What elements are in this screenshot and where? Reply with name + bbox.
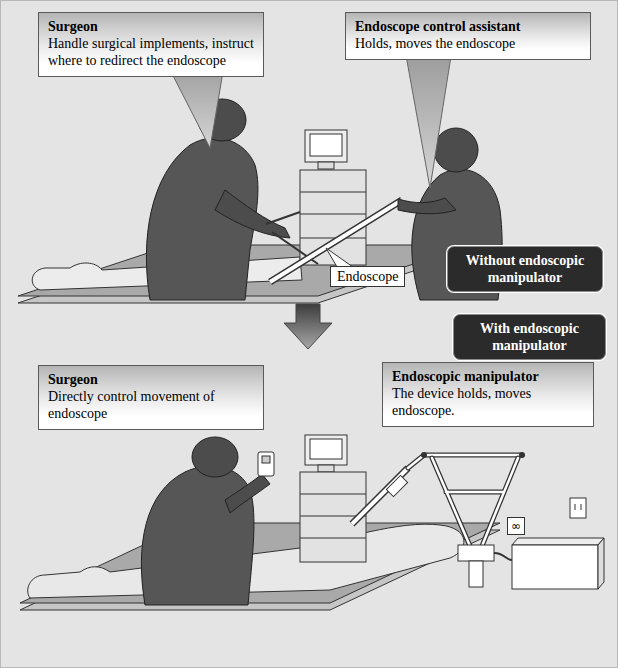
outlet-slot xyxy=(581,504,582,510)
controller-box xyxy=(512,545,598,589)
cable xyxy=(494,553,512,560)
manipulator-arm xyxy=(408,452,525,546)
mode-badge: With endoscopic manipulator xyxy=(453,314,606,360)
callout-box: Endoscope control assistantHolds, moves … xyxy=(345,12,591,60)
assistant-arm xyxy=(398,198,456,214)
node-label: With endoscopic manipulator xyxy=(460,320,599,354)
drawer xyxy=(300,494,366,495)
operating-table-bottom xyxy=(20,523,500,610)
stand xyxy=(318,465,334,472)
callout-box: SurgeonHandle surgical implements, instr… xyxy=(38,12,264,77)
monitor xyxy=(305,435,347,465)
joint xyxy=(421,452,427,458)
manipulator-base xyxy=(458,545,494,561)
screen xyxy=(310,439,342,459)
cart xyxy=(300,170,366,265)
table-sheet xyxy=(20,523,500,603)
controller-box xyxy=(512,538,604,545)
drawer xyxy=(300,214,366,215)
instrument xyxy=(266,212,300,224)
body xyxy=(141,466,254,605)
callout-box: Endoscopic manipulatorThe device holds, … xyxy=(382,362,594,427)
drawer xyxy=(300,238,366,239)
controller-button xyxy=(262,456,270,463)
link xyxy=(432,458,518,546)
surgeon-figure xyxy=(141,437,274,605)
outlet xyxy=(570,498,586,518)
arm xyxy=(225,474,270,513)
stand xyxy=(318,162,334,169)
callout-text: The device holds, moves endoscope. xyxy=(392,385,584,419)
callout-pointer xyxy=(405,50,452,188)
head xyxy=(192,437,238,477)
endoscope xyxy=(352,468,408,524)
endoscope-camera xyxy=(386,475,407,496)
head xyxy=(434,128,478,172)
drawer xyxy=(300,538,366,539)
outlet-slot xyxy=(575,504,576,510)
endoscope xyxy=(352,468,408,524)
callout-heading: Endoscope control assistant xyxy=(355,18,581,35)
endoscope-bottom xyxy=(352,468,408,524)
part-tag: Endoscope xyxy=(330,266,405,287)
node-label: Endoscope xyxy=(337,268,398,285)
callout-text: Handle surgical implements, instruct whe… xyxy=(48,35,254,69)
manipulator-post xyxy=(469,561,483,587)
monitor-cart xyxy=(300,435,366,562)
callout-heading: Surgeon xyxy=(48,18,254,35)
callout-heading: Surgeon xyxy=(48,371,254,388)
hand-controller xyxy=(258,452,274,476)
mode-badge: Without endoscopic manipulator xyxy=(447,246,603,292)
joint xyxy=(519,452,525,458)
monitor xyxy=(305,130,347,162)
screen xyxy=(310,134,342,156)
link xyxy=(432,458,518,546)
drawer xyxy=(300,192,366,193)
callout-box: SurgeonDirectly control movement of endo… xyxy=(38,365,264,430)
device-symbol: ∞ xyxy=(507,517,525,535)
callout-heading: Endoscopic manipulator xyxy=(392,368,584,385)
transition-arrow xyxy=(284,304,332,349)
callout-text: Directly control movement of endoscope xyxy=(48,388,254,422)
callout-text: Holds, moves the endoscope xyxy=(355,35,581,52)
node-label: Without endoscopic manipulator xyxy=(454,252,596,286)
controller-box xyxy=(598,538,604,589)
arm xyxy=(215,190,290,238)
